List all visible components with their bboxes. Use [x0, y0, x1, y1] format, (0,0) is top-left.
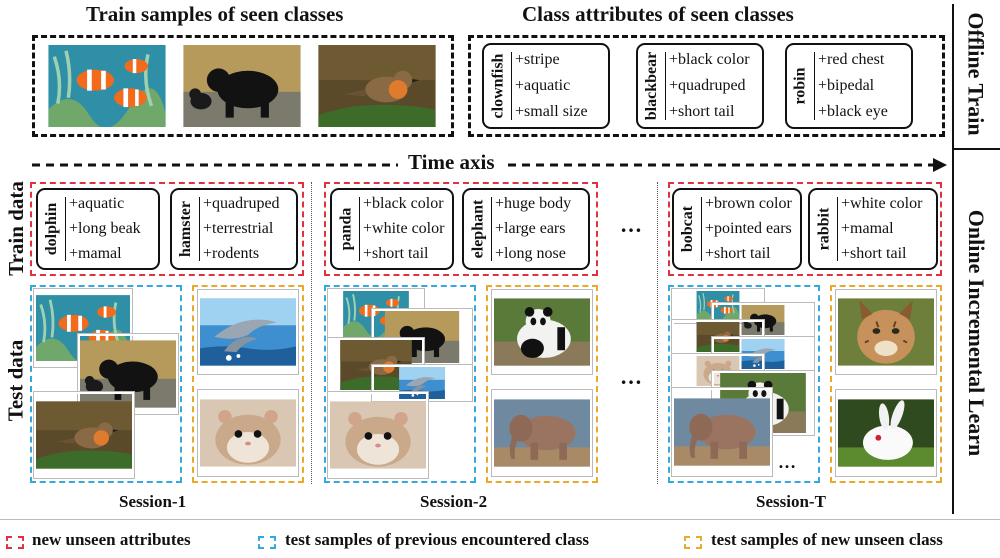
- class-attributes-heading: Class attributes of seen classes: [522, 2, 794, 26]
- new-class-test-box: [192, 285, 304, 483]
- attribute: +terrestrial: [203, 219, 274, 237]
- attribute-card-rabbit: rabbit +white color +mamal +short tail: [808, 188, 938, 270]
- session-label: Session-T: [756, 492, 826, 511]
- attribute: +large ears: [495, 219, 566, 237]
- attribute: +bipedal: [818, 77, 875, 94]
- train-data-label: Train data: [3, 180, 28, 276]
- attribute-card-robin: robin +red chest +bipedal +black eye: [785, 43, 913, 129]
- new-class-test-box: [486, 285, 598, 483]
- blackbear-photo: [178, 43, 306, 129]
- dolphin-photo: [372, 365, 472, 401]
- class-name: blackbear: [643, 51, 661, 121]
- attribute: +long beak: [69, 219, 141, 237]
- train-samples-box: [32, 35, 454, 137]
- ellipsis: …: [620, 212, 644, 237]
- attribute-card-bobcat: bobcat +brown color +pointed ears +short…: [672, 188, 802, 270]
- previous-class-test-box: [30, 285, 182, 483]
- attribute: +short tail: [363, 244, 429, 262]
- hamster-photo: [328, 392, 428, 478]
- attribute: +aquatic: [515, 77, 571, 94]
- class-name: clownfish: [489, 53, 506, 119]
- elephant-photo: [672, 388, 772, 476]
- class-name: robin: [792, 67, 809, 105]
- class-name: rabbit: [815, 207, 833, 251]
- attribute-card-hamster: hamster +quadruped +terrestrial +rodents: [170, 188, 298, 270]
- session-divider: [657, 182, 658, 484]
- attribute: +black color: [669, 51, 750, 68]
- legend-yellow-swatch: [684, 536, 702, 549]
- attribute: +stripe: [515, 51, 560, 68]
- attribute: +short tail: [841, 244, 907, 262]
- legend-red-swatch: [6, 536, 24, 549]
- vertical-separator: [952, 4, 954, 514]
- robin-photo: [34, 392, 134, 478]
- attribute: +white color: [841, 195, 923, 213]
- new-attributes-box: [30, 182, 304, 276]
- attribute: +quadruped: [203, 195, 280, 213]
- legend-divider: [0, 519, 1000, 520]
- new-class-test-box: [830, 285, 942, 483]
- attribute-card-elephant: elephant +huge body +large ears +long no…: [462, 188, 590, 270]
- horizontal-separator: [952, 148, 1000, 150]
- class-name: hamster: [177, 201, 195, 257]
- attribute-card-dolphin: dolphin +aquatic +long beak +mamal: [36, 188, 160, 270]
- legend-yellow-label: test samples of new unseen class: [711, 530, 943, 549]
- time-axis-label: Time axis: [398, 150, 505, 175]
- new-attributes-box: [324, 182, 598, 276]
- attribute: +huge body: [495, 195, 572, 213]
- attribute: +aquatic: [69, 195, 125, 213]
- attribute: +red chest: [818, 51, 885, 68]
- online-incremental-learn-label: Online Incremental Learn: [964, 209, 989, 457]
- class-attributes-box: [468, 35, 945, 137]
- ellipsis: …: [620, 364, 644, 389]
- attribute: +black eye: [818, 103, 888, 120]
- attribute: +rodents: [203, 244, 260, 262]
- attribute: +pointed ears: [705, 219, 792, 237]
- legend-blue-label: test samples of previous encountered cla…: [285, 530, 589, 549]
- attribute-card-blackbear: blackbear +black color +quadruped +short…: [636, 43, 764, 129]
- attribute: +mamal: [69, 244, 122, 262]
- rabbit-photo: [836, 390, 936, 476]
- attribute: +black color: [363, 195, 444, 213]
- attribute: +quadruped: [669, 77, 746, 94]
- legend-blue-swatch: [258, 536, 276, 549]
- previous-class-test-box: [668, 285, 820, 483]
- session-divider: [311, 182, 312, 484]
- class-name: dolphin: [43, 202, 61, 256]
- hamster-photo: [198, 390, 298, 476]
- attribute: +short tail: [669, 103, 735, 120]
- session-label: Session-2: [420, 492, 488, 511]
- new-attributes-box: [668, 182, 942, 276]
- attribute: +brown color: [705, 195, 792, 213]
- bobcat-photo: [836, 290, 936, 374]
- offline-train-label: Offline Train: [964, 12, 989, 136]
- panda-photo: [492, 290, 592, 374]
- attribute: +mamal: [841, 219, 894, 237]
- previous-class-test-box: [324, 285, 476, 483]
- test-data-label: Test data: [3, 339, 28, 421]
- class-name: bobcat: [679, 205, 697, 253]
- class-name: panda: [337, 207, 355, 251]
- attribute: +small size: [515, 103, 588, 120]
- robin-photo: [313, 43, 441, 129]
- elephant-photo: [492, 390, 592, 476]
- attribute: +long nose: [495, 244, 566, 262]
- legend-red-label: new unseen attributes: [32, 530, 191, 549]
- attribute-card-panda: panda +black color +white color +short t…: [330, 188, 454, 270]
- class-name: elephant: [469, 199, 487, 259]
- attribute: +short tail: [705, 244, 771, 262]
- clownfish-photo: [43, 43, 171, 129]
- attribute: +white color: [363, 219, 445, 237]
- ellipsis: …: [778, 452, 798, 472]
- train-samples-heading: Train samples of seen classes: [86, 2, 344, 26]
- dolphin-photo: [198, 290, 298, 374]
- session-label: Session-1: [119, 492, 187, 511]
- attribute-card-clownfish: clownfish +stripe +aquatic +small size: [482, 43, 610, 129]
